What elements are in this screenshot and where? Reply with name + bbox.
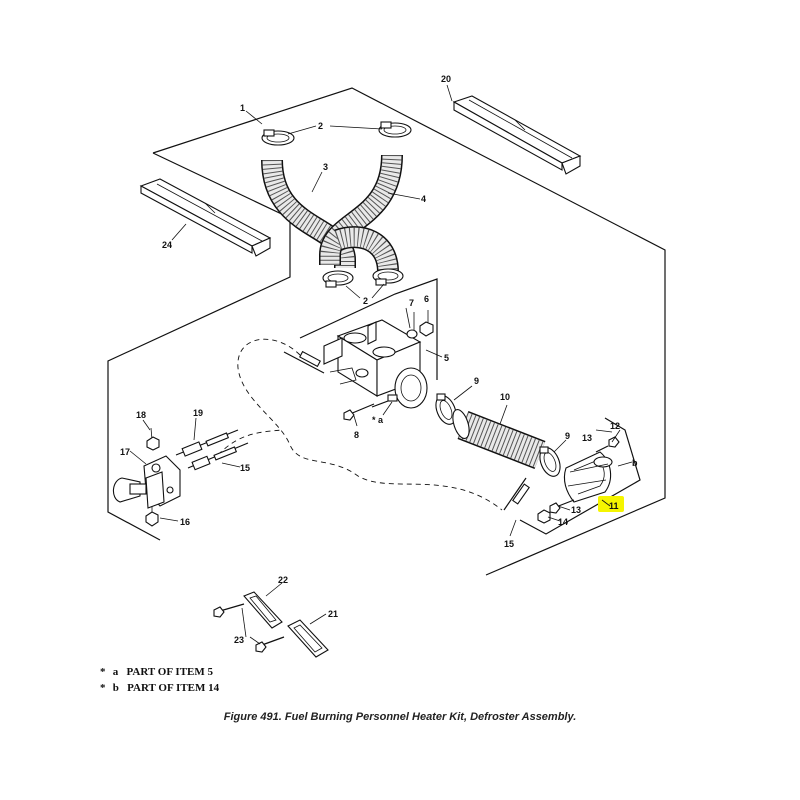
washer-7: [406, 312, 418, 339]
callout-8: 8: [354, 430, 359, 440]
duct-hose-3-lower: [334, 226, 399, 273]
callout-9: 9: [474, 376, 479, 386]
bolt-16: [145, 506, 159, 527]
duct-hose-4: [319, 154, 403, 265]
control-cable-15: [217, 338, 530, 511]
nozzle-outline-14: [519, 417, 641, 535]
screw-8: [343, 403, 375, 421]
cable-assembly-19: [175, 429, 239, 457]
callout-labels: 1 2 2 3 4 5 6 7 8 9 9 10 11 12 13 13 14 …: [120, 74, 638, 645]
callout-11-highlight: [598, 496, 624, 512]
nut-14: [537, 509, 551, 524]
callout-20: 20: [441, 74, 451, 84]
gasket-plate-22: [213, 591, 285, 653]
footnote-letter: a: [112, 666, 119, 678]
callout-2: 2: [363, 296, 368, 306]
callout-11: 11: [609, 501, 619, 511]
callout-2: 2: [318, 121, 323, 131]
defroster-nozzle-11: [563, 451, 613, 503]
callout-13: 13: [582, 433, 592, 443]
callout-a: * a: [372, 415, 384, 425]
footnote-text: PART OF ITEM 14: [127, 682, 220, 694]
figure-caption: Figure 491. Fuel Burning Personnel Heate…: [223, 711, 577, 723]
callout-13: 13: [571, 505, 581, 515]
mounting-rail-20: [452, 95, 582, 175]
footnote-star: *: [100, 666, 106, 678]
callout-21: 21: [328, 609, 338, 619]
callout-10: 10: [500, 392, 510, 402]
gasket-plate-21: [287, 619, 329, 658]
callout-15: 15: [504, 539, 514, 549]
footnote-b: * b PART OF ITEM 14: [100, 680, 219, 696]
callout-14: 14: [558, 517, 568, 527]
duct-hose-3: [261, 159, 356, 268]
callout-b: b: [632, 458, 638, 468]
control-bracket-17: [112, 455, 181, 509]
hose-clamp-9-left: [435, 393, 457, 425]
callout-12: 12: [610, 421, 620, 431]
screws-13: [549, 436, 620, 514]
callout-6: 6: [424, 294, 429, 304]
kit-outline: [107, 87, 666, 576]
duct-hose-10: [452, 409, 546, 469]
callout-22: 22: [278, 575, 288, 585]
callout-b-letter: b: [632, 458, 638, 468]
callout-9: 9: [565, 431, 570, 441]
defroster-housing: [323, 319, 428, 409]
part-a: [371, 394, 398, 408]
callout-23: 23: [234, 635, 244, 645]
hose-clamp-9-right: [539, 446, 561, 477]
footnote-star: *: [100, 682, 106, 694]
callout-19: 19: [193, 408, 203, 418]
callout-5: 5: [444, 353, 449, 363]
callout-a-letter: a: [378, 415, 384, 425]
callout-1: 1: [240, 103, 245, 113]
housing-outline-5: [299, 278, 438, 380]
callout-16: 16: [180, 517, 190, 527]
callout-24: 24: [162, 240, 172, 250]
callout-17: 17: [120, 447, 130, 457]
callout-15: 15: [240, 463, 250, 473]
footnote-text: PART OF ITEM 5: [126, 666, 214, 678]
hose-clamps-2: [261, 121, 412, 288]
footnotes: * a PART OF ITEM 5 * b PART OF ITEM 14: [100, 664, 219, 696]
mounting-rail-24: [139, 178, 272, 257]
callout-7: 7: [409, 298, 414, 308]
nut-6: [419, 310, 434, 337]
callout-3: 3: [323, 162, 328, 172]
cable-assembly-15-left: [187, 442, 249, 471]
callout-leaders: [129, 84, 633, 645]
footnote-letter: b: [112, 682, 119, 694]
nut-18: [146, 427, 160, 451]
callout-18: 18: [136, 410, 146, 420]
footnote-a: * a PART OF ITEM 5: [100, 664, 219, 680]
callout-4: 4: [421, 194, 426, 204]
